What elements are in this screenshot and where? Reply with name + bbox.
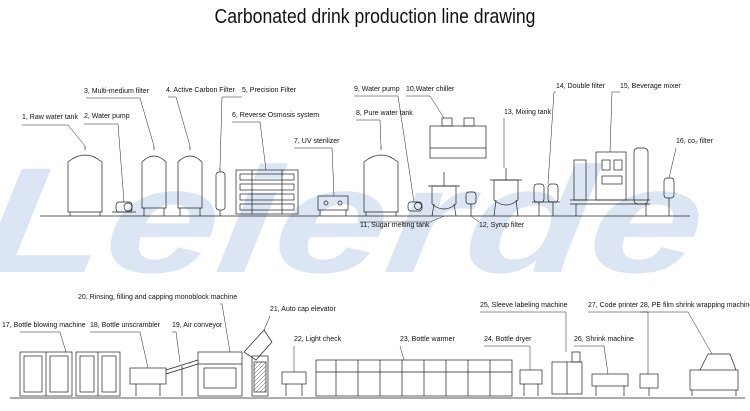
active-carbon-filter-drawing xyxy=(177,146,203,216)
reverse-osmosis-drawing xyxy=(235,169,299,215)
label-reverse-osmosis: 6, Reverse Osmosis system xyxy=(232,112,320,119)
label-auto-cap-elevator: 21, Auto cap elevator xyxy=(270,306,336,313)
pe-film-wrapping-drawing xyxy=(689,353,739,396)
sleeve-labeling-drawing xyxy=(551,351,583,395)
label-co2-filter: 16, co₂ filter xyxy=(676,138,713,145)
precision-filter-drawing xyxy=(215,168,226,216)
label-bottle-unscrambler: 18, Bottle unscrambler xyxy=(90,322,161,329)
label-sugar-melting-tank: 11, Sugar melting tank xyxy=(360,222,430,229)
label-precision-filter: 5, Precision Filter xyxy=(242,87,297,94)
label-code-printer: 27, Code printer xyxy=(588,302,639,309)
label-pure-water-tank: 8, Pure water tank xyxy=(356,110,413,117)
label-beverage-mixer: 15, Beverage mixer xyxy=(620,83,681,90)
double-filter-drawing xyxy=(532,183,560,216)
mixing-tank-drawing xyxy=(490,168,522,217)
bottle-dryer-drawing xyxy=(519,369,543,396)
shrink-machine-drawing xyxy=(591,373,629,396)
label-bottle-dryer: 24, Bottle dryer xyxy=(484,336,532,343)
bottle-warmer-drawing xyxy=(315,359,513,397)
multi-medium-filter-drawing xyxy=(141,146,167,216)
auto-cap-elevator-drawing xyxy=(243,329,273,397)
light-check-drawing xyxy=(281,371,307,396)
label-bottle-warmer: 23, Bottle warmer xyxy=(400,336,455,343)
label-bottle-blowing: 17, Bottle blowing machine xyxy=(2,322,86,329)
label-pe-film-wrapping: 28, PE film shrink wrapping machine xyxy=(640,302,750,309)
water-pump-2-drawing xyxy=(407,201,423,212)
lower-leader-lines xyxy=(20,303,713,375)
air-conveyor-drawing xyxy=(165,359,199,396)
syrup-filter-drawing xyxy=(465,191,477,216)
label-mixing-tank: 13, Mixing tank xyxy=(504,109,552,116)
bottle-blowing-machine-drawing xyxy=(19,351,121,397)
label-light-check: 22, Light check xyxy=(294,336,342,343)
label-shrink-machine: 26, Shrink machine xyxy=(574,336,634,343)
label-water-pump-2: 9, Water pump xyxy=(354,86,400,93)
label-uv-sterilizer: 7, UV sterilizer xyxy=(294,138,340,145)
code-printer-drawing xyxy=(639,373,659,396)
page-title: Carbonated drink production line drawing xyxy=(214,6,536,28)
bottle-unscrambler-drawing xyxy=(129,367,167,396)
raw-water-tank-drawing xyxy=(67,146,103,216)
upper-leader-lines xyxy=(22,91,677,223)
label-active-carbon-filter: 4. Active Carbon Filter xyxy=(166,87,235,94)
label-air-conveyor: 19, Air conveyor xyxy=(172,322,223,329)
label-double-filter: 14, Double filter xyxy=(556,83,606,90)
label-sleeve-labeling: 25, Sleeve labeling machine xyxy=(480,302,568,309)
rinsing-filling-capping-drawing xyxy=(197,351,243,397)
water-chiller-drawing xyxy=(429,117,487,159)
sugar-melting-tank-drawing xyxy=(428,172,460,217)
pure-water-tank-drawing xyxy=(363,146,399,216)
label-syrup-filter: 12, Syrup filter xyxy=(479,222,525,229)
label-multi-medium-filter: 3, Multi-medium filter xyxy=(84,88,149,95)
label-rinsing-filling-capping: 20, Rinsing, filling and capping monoblo… xyxy=(78,294,238,301)
watermark: Leierde xyxy=(0,137,716,304)
beverage-mixer-drawing xyxy=(570,147,650,216)
label-raw-water-tank: 1, Raw water tank xyxy=(22,114,79,121)
label-water-pump-1: 2, Water pump xyxy=(84,113,130,120)
uv-sterilizer-drawing xyxy=(317,195,349,216)
label-water-chiller: 10,Water chiller xyxy=(406,86,455,93)
